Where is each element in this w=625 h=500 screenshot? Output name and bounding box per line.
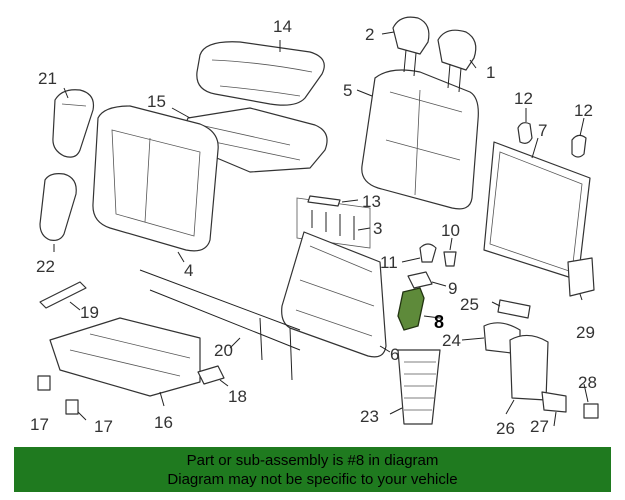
callout-17b: 17	[94, 417, 113, 436]
callout-6: 6	[390, 345, 399, 364]
part-13-bracket	[307, 195, 341, 207]
callout-9: 9	[448, 279, 457, 298]
callout-10: 10	[441, 221, 460, 240]
callout-17a: 17	[30, 415, 49, 434]
part-20-frame-rail	[139, 269, 301, 381]
callout-5: 5	[343, 81, 352, 100]
part-26-armrest	[509, 334, 549, 401]
callout-29: 29	[576, 323, 595, 342]
part-14-seat-cushion	[196, 41, 325, 106]
callout-24: 24	[442, 331, 461, 350]
part-28-bolt	[583, 403, 599, 419]
part-11-clip	[419, 243, 437, 263]
leader-lines	[53, 31, 589, 427]
part-8-highlighted	[397, 287, 425, 331]
part-17-plug-left	[37, 375, 51, 391]
callout-labels: 14 2 1 5 21 15 12 12 7 13 3 10 22 4 11 9…	[30, 17, 597, 438]
part-3-bolts-box	[296, 195, 371, 249]
part-1-headrest	[437, 29, 477, 93]
callout-8: 8	[434, 312, 444, 332]
callout-18: 18	[228, 387, 247, 406]
callout-2: 2	[365, 25, 374, 44]
part-22-bolster-lower	[39, 173, 77, 241]
part-2-headrest	[392, 16, 430, 77]
callout-14: 14	[273, 17, 292, 36]
callout-12b: 12	[574, 101, 593, 120]
callout-16: 16	[154, 413, 173, 432]
callout-26: 26	[496, 419, 515, 438]
callout-23: 23	[360, 407, 379, 426]
callout-7: 7	[538, 121, 547, 140]
part-27-latch	[541, 391, 567, 413]
callout-4: 4	[184, 261, 193, 280]
part-notice-banner: Part or sub-assembly is #8 in diagram Di…	[14, 447, 611, 492]
part-10-clip	[443, 251, 457, 267]
part-16-floor-pan	[49, 317, 201, 397]
callout-20: 20	[214, 341, 233, 360]
banner-line-1: Part or sub-assembly is #8 in diagram	[186, 451, 439, 469]
callout-28: 28	[578, 373, 597, 392]
part-9-bracket	[407, 271, 433, 289]
part-5-seatback	[361, 69, 479, 210]
callout-27: 27	[530, 417, 549, 436]
callout-21: 21	[38, 69, 57, 88]
callout-13: 13	[362, 192, 381, 211]
part-12-clip-right	[571, 134, 587, 158]
banner-line-2: Diagram may not be specific to your vehi…	[167, 470, 458, 488]
part-25-bracket	[497, 299, 531, 319]
part-18-cap	[197, 365, 225, 385]
callout-22: 22	[36, 257, 55, 276]
part-17-plug-right	[65, 399, 79, 415]
callout-15: 15	[147, 92, 166, 111]
callout-1: 1	[486, 63, 495, 82]
part-12-clip-left	[517, 122, 533, 144]
part-29-panel	[567, 257, 595, 297]
callout-19: 19	[80, 303, 99, 322]
part-23-grille	[397, 349, 441, 425]
part-19-rod	[39, 281, 87, 309]
callout-11: 11	[380, 253, 398, 272]
callout-12a: 12	[514, 89, 533, 108]
callout-3: 3	[373, 219, 382, 238]
part-4-seatback-cover	[92, 105, 219, 252]
part-6-seat-frame	[281, 231, 387, 358]
part-21-side-bolster	[52, 89, 95, 158]
callout-25: 25	[460, 295, 479, 314]
part-7-rear-panel	[483, 141, 591, 281]
